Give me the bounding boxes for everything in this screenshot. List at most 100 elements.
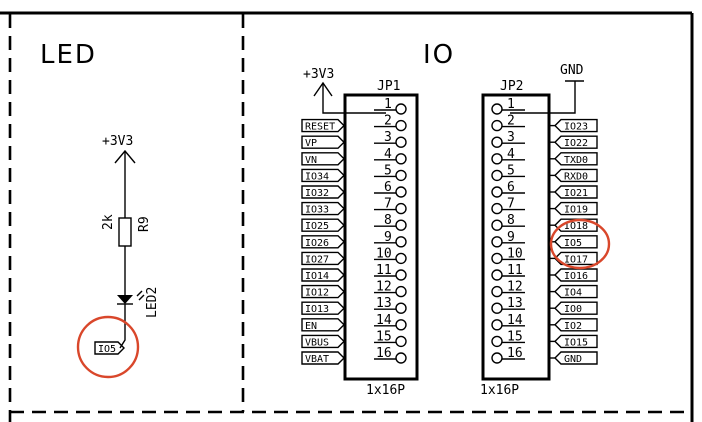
jp1-net-tag — [301, 318, 345, 332]
jp2-net-tag — [554, 168, 598, 183]
jp2-pin-number: 15 — [507, 329, 523, 344]
io-section-title: IO — [423, 40, 455, 70]
jp1-pin-number: 7 — [384, 197, 392, 212]
jp1-net-tag — [301, 251, 345, 266]
led-power-label: +3V3 — [102, 134, 133, 149]
jp1-pin-circle — [395, 302, 407, 314]
jp2-pin-circle — [491, 319, 503, 331]
io-power: +3V3 — [303, 67, 386, 114]
jp1-net-tag — [301, 185, 345, 199]
jp2-pin-number: 14 — [507, 313, 523, 328]
jp1-net-label: IO14 — [305, 271, 329, 282]
jp2-net-label: IO4 — [564, 288, 582, 299]
jp2-pin-circle — [491, 136, 503, 148]
jp2-footprint-label: 1x16P — [480, 383, 519, 398]
jp2-pin-number: 7 — [507, 197, 515, 212]
jp1-pin-number: 8 — [384, 213, 392, 228]
jp1-net-tag — [301, 301, 345, 315]
jp1-net-label: IO12 — [305, 288, 329, 299]
jp1-pin-number: 6 — [384, 180, 392, 195]
jp2-net-tag — [554, 235, 598, 249]
jp2-pin-circle — [491, 236, 503, 248]
led-section-title: LED — [40, 40, 97, 70]
jp2-net-label: IO17 — [564, 254, 588, 265]
jp1-pin-circle — [395, 169, 407, 182]
io-power-wire — [322, 83, 386, 114]
jp2-pin: 1 — [491, 97, 525, 115]
jp1-pin-circle — [395, 119, 407, 132]
led-net-label: IO5 — [98, 344, 116, 355]
resistor-value-label: 2k — [101, 214, 116, 230]
jp2-body — [481, 93, 551, 381]
jp2-pin-number: 11 — [507, 263, 523, 278]
jp2-net-label: TXD0 — [564, 155, 588, 166]
jp2-pin-number: 13 — [507, 296, 523, 311]
jp2-pin-circle — [491, 186, 503, 198]
jp2-net-tag — [554, 185, 598, 199]
jp2-pin-number: 4 — [507, 147, 515, 162]
jp2-net-label: IO18 — [564, 221, 588, 232]
io5-highlight-circle — [549, 218, 611, 270]
jp2-pin-number: 3 — [507, 130, 515, 145]
jp2-net-tag — [554, 268, 598, 282]
jp2-pin-number: 6 — [507, 180, 515, 195]
jp1-net-label: IO13 — [305, 304, 329, 315]
jp2-net-label: IO0 — [564, 304, 582, 315]
jp2-pin-number: 16 — [507, 346, 523, 361]
jp2-pin-circle — [491, 352, 503, 364]
jp1-net-tag — [301, 268, 345, 282]
jp1-net-label: IO32 — [305, 188, 329, 199]
jp1-pin-circle — [395, 202, 407, 215]
led-diode-icon — [117, 290, 145, 305]
jp1-pin-number: 2 — [384, 114, 392, 129]
jp1-net-tag — [301, 201, 345, 216]
jp1-net-tag — [301, 351, 345, 365]
resistor-r9 — [118, 217, 132, 247]
jp2-net-label: IO5 — [564, 238, 582, 249]
jp2-pin-circle — [491, 302, 503, 314]
jp1-pin-circle — [395, 136, 407, 148]
jp2-pin-number: 9 — [507, 230, 515, 245]
led-wire-bottom — [119, 304, 126, 349]
jp1-net-label: IO25 — [305, 221, 329, 232]
jp2-net-tag — [554, 118, 598, 133]
jp1-pin-number: 3 — [384, 130, 392, 145]
jp2-pin-circle — [491, 285, 503, 298]
io-gnd-label: GND — [560, 63, 584, 78]
jp2-net-tag — [554, 152, 598, 166]
jp2-ref-label: JP2 — [500, 79, 523, 94]
jp1-pin-circle — [395, 319, 407, 331]
jp2-pin-circle — [491, 202, 503, 215]
jp2-net-label: IO2 — [564, 321, 582, 332]
jp1-pin-number: 15 — [376, 329, 392, 344]
led-circuit: +3V3 2k R9 LED2 IO5 — [76, 134, 160, 379]
jp1-net-label: IO33 — [305, 205, 329, 216]
jp1-net-tag — [301, 235, 345, 249]
led-net-tag: IO5 — [94, 341, 125, 355]
jp2-pin-number: 2 — [507, 114, 515, 129]
jp2-pin-number: 5 — [507, 163, 515, 178]
jp1-net-tag — [301, 284, 345, 299]
jp1-net-tag — [301, 168, 345, 183]
led-net-highlight-circle — [76, 315, 140, 379]
jp2-net-label: IO19 — [564, 205, 588, 216]
io-gnd-wire — [510, 81, 576, 114]
jp2-pin-circle — [491, 219, 503, 231]
io-power-label: +3V3 — [303, 67, 334, 82]
jp1-pin-number: 1 — [384, 97, 392, 112]
